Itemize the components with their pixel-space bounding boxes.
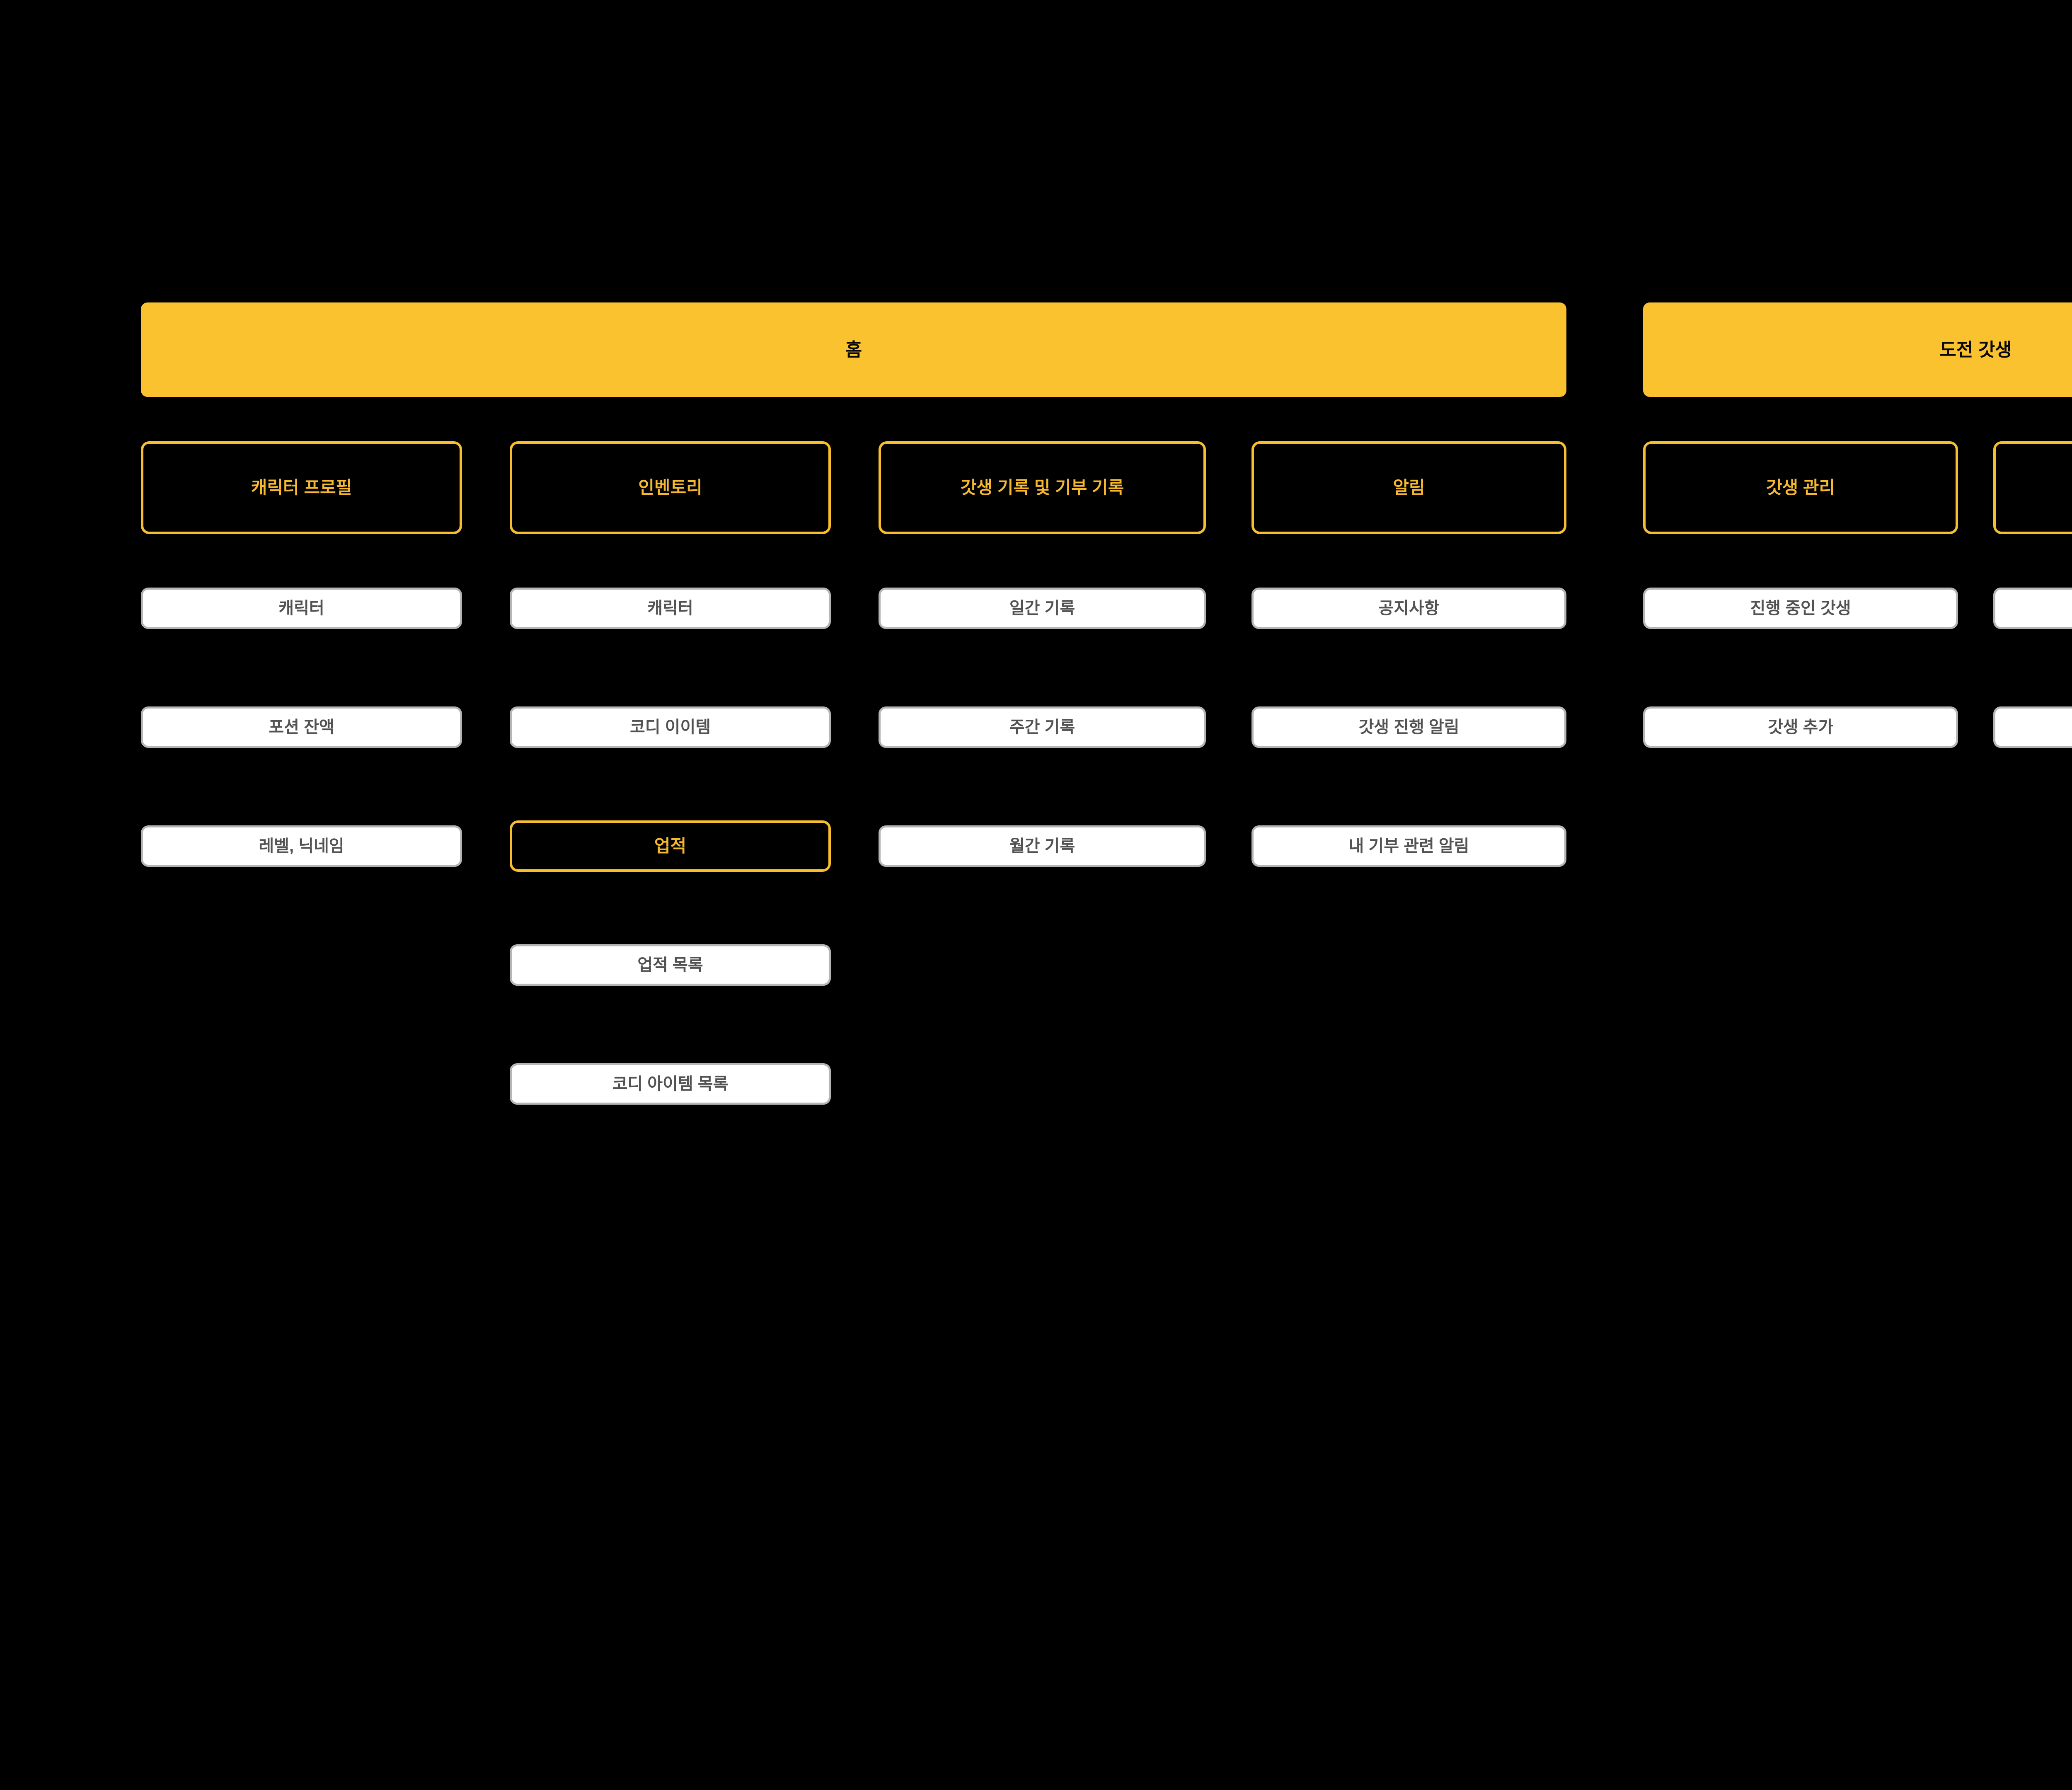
- category-godsaeng-and-donation-records[interactable]: 갓생 기록 및 기부 기록: [879, 441, 1206, 534]
- leaf-character-profile-0-label: 캐릭터: [278, 599, 324, 617]
- leaf-character-profile-1-label: 포션 잔액: [269, 718, 334, 736]
- leaf-notifications-1[interactable]: 갓생 진행 알림: [1251, 706, 1566, 748]
- leaf-notifications-0[interactable]: 공지사항: [1251, 588, 1566, 629]
- leaf-character-profile-2[interactable]: 레벨, 닉네임: [141, 825, 462, 867]
- leaf-godsaeng-and-donation-records-1-label: 주간 기록: [1009, 718, 1075, 736]
- leaf-godsaeng-management-1-label: 갓생 추가: [1767, 718, 1834, 736]
- leaf-inventory-4[interactable]: 코디 아이템 목록: [510, 1063, 831, 1105]
- leaf-godsaeng-management-0-label: 진행 중인 갓생: [1750, 599, 1851, 617]
- leaf-godsaeng-and-donation-records-2-label: 월간 기록: [1009, 837, 1075, 855]
- leaf-inventory-2[interactable]: 업적: [510, 820, 831, 872]
- leaf-godsaeng-and-donation-records-0[interactable]: 일간 기록: [879, 588, 1206, 629]
- leaf-notifications-2-label: 내 기부 관련 알림: [1348, 837, 1469, 855]
- leaf-notifications-0-label: 공지사항: [1378, 599, 1440, 617]
- category-godsaeng-management-label: 갓생 관리: [1766, 477, 1835, 497]
- leaf-inventory-3-label: 업적 목록: [637, 956, 703, 974]
- leaf-inventory-0[interactable]: 캐릭터: [510, 588, 831, 629]
- leaf-inventory-3[interactable]: 업적 목록: [510, 944, 831, 986]
- leaf-godsaeng-management-0[interactable]: 진행 중인 갓생: [1643, 588, 1958, 629]
- leaf-godsaeng-and-donation-records-0-label: 일간 기록: [1009, 599, 1075, 617]
- category-godsaeng-management[interactable]: 갓생 관리: [1643, 441, 1958, 534]
- leaf-godsaeng-management-1[interactable]: 갓생 추가: [1643, 706, 1958, 748]
- leaf-character-profile-0[interactable]: 캐릭터: [141, 588, 462, 629]
- leaf-notifications-2[interactable]: 내 기부 관련 알림: [1251, 825, 1566, 867]
- category-inventory[interactable]: 인벤토리: [510, 441, 831, 534]
- category-notifications[interactable]: 알림: [1251, 441, 1566, 534]
- section-challenge-godsaeng[interactable]: 도전 갓생: [1643, 302, 2072, 397]
- leaf-inventory-1[interactable]: 코디 이이템: [510, 706, 831, 748]
- category-godsaeng-together[interactable]: 같이 갓생: [1993, 441, 2072, 534]
- page-title: IA: [1566, 183, 1617, 238]
- section-home-label: 홈: [845, 339, 862, 360]
- leaf-character-profile-1[interactable]: 포션 잔액: [141, 706, 462, 748]
- category-notifications-label: 알림: [1393, 477, 1425, 497]
- leaf-godsaeng-and-donation-records-2[interactable]: 월간 기록: [879, 825, 1206, 867]
- section-challenge-godsaeng-label: 도전 갓생: [1939, 339, 2012, 360]
- category-godsaeng-and-donation-records-label: 갓생 기록 및 기부 기록: [960, 477, 1124, 497]
- leaf-notifications-1-label: 갓생 진행 알림: [1358, 718, 1460, 736]
- leaf-inventory-1-label: 코디 이이템: [629, 718, 711, 736]
- leaf-character-profile-2-label: 레벨, 닉네임: [259, 837, 344, 855]
- leaf-godsaeng-together-1[interactable]: 친구 목록: [1993, 706, 2072, 748]
- section-home[interactable]: 홈: [141, 302, 1566, 397]
- leaf-inventory-4-label: 코디 아이템 목록: [612, 1075, 729, 1093]
- category-inventory-label: 인벤토리: [638, 477, 702, 497]
- leaf-inventory-0-label: 캐릭터: [647, 599, 693, 617]
- leaf-inventory-2-label: 업적: [654, 836, 687, 856]
- category-character-profile[interactable]: 캐릭터 프로필: [141, 441, 462, 534]
- leaf-godsaeng-and-donation-records-1[interactable]: 주간 기록: [879, 706, 1206, 748]
- category-character-profile-label: 캐릭터 프로필: [251, 477, 352, 497]
- leaf-godsaeng-together-0[interactable]: 친구 갓생 진행도: [1993, 588, 2072, 629]
